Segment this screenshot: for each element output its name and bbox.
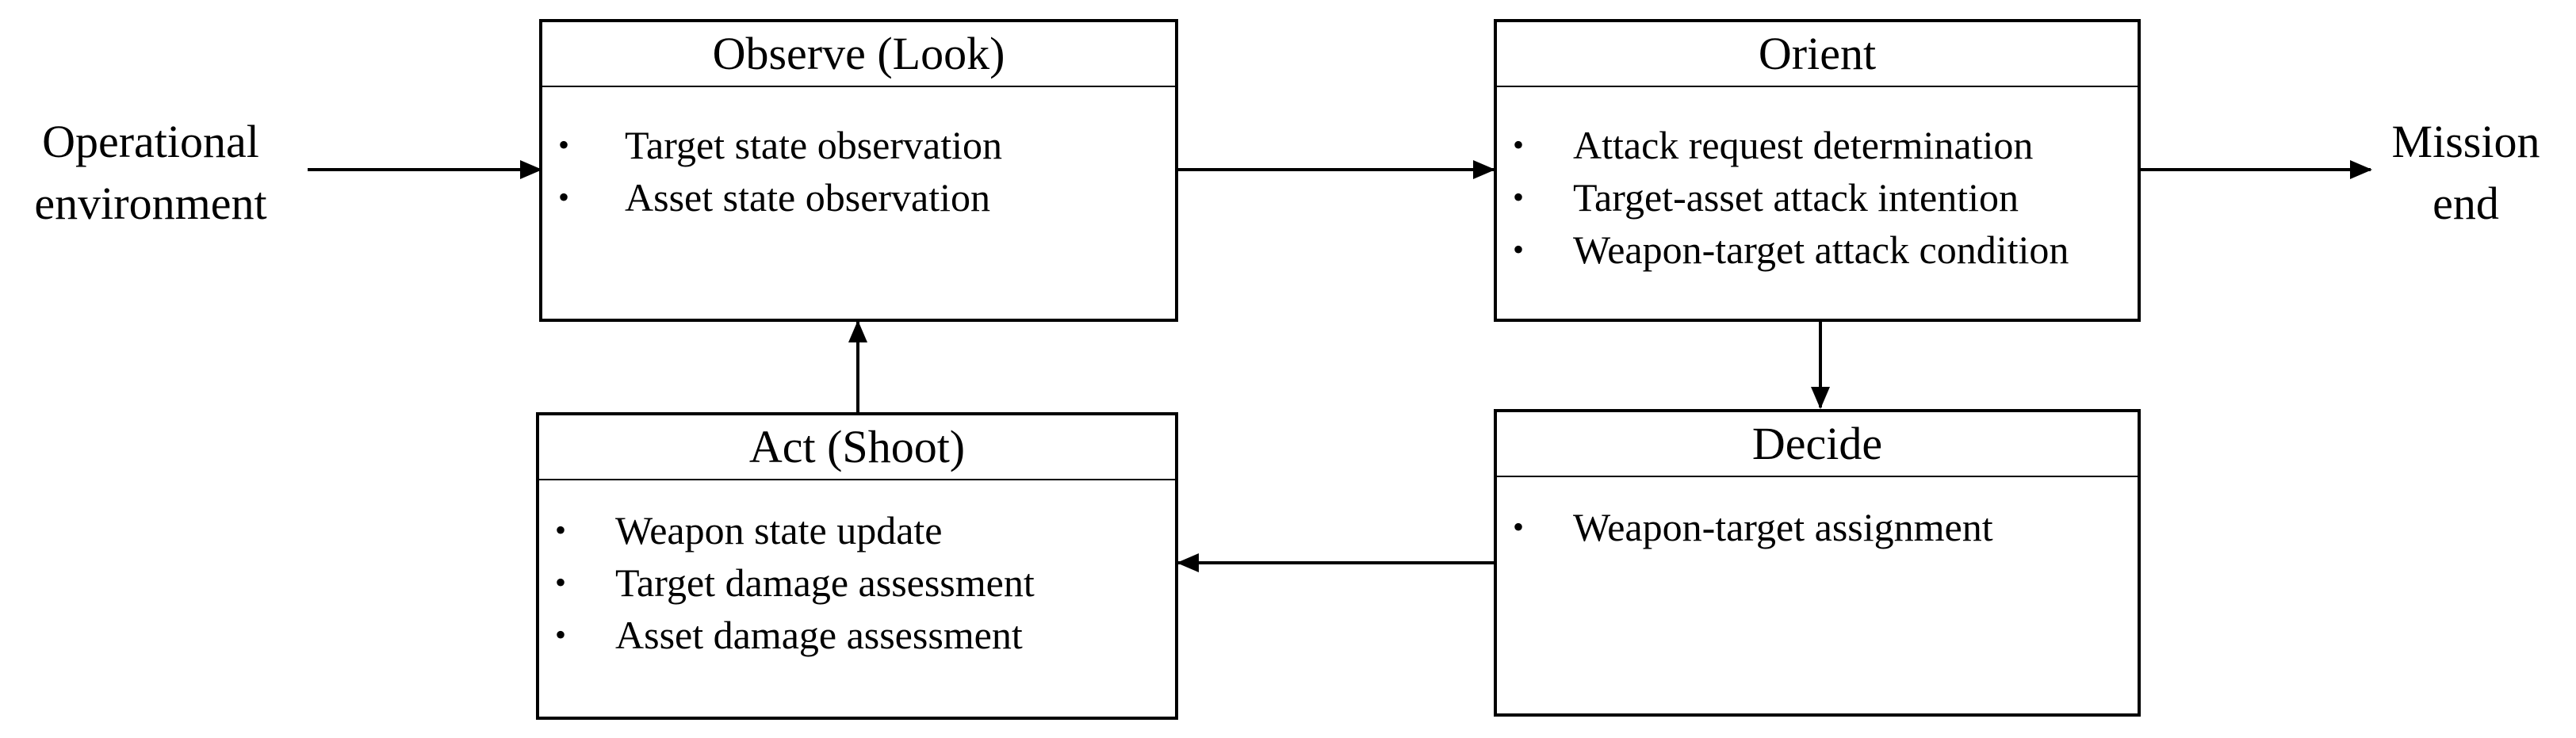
list-item: • Target damage assessment xyxy=(539,556,1175,609)
observe-box: Observe (Look) • Target state observation… xyxy=(539,19,1178,322)
bullet-icon: • xyxy=(558,127,570,163)
operational-environment-label: Operational environment xyxy=(16,111,285,235)
mission-end-label: Mission end xyxy=(2379,111,2553,235)
arrowhead-decide-to-act xyxy=(1177,553,1199,572)
list-item: • Target state observation xyxy=(542,119,1175,171)
arrowhead-observe-to-orient xyxy=(1473,160,1495,179)
decide-title: Decide xyxy=(1497,412,2138,477)
act-item-2: Target damage assessment xyxy=(615,560,1035,605)
observe-item-1: Target state observation xyxy=(625,123,1002,167)
observe-title: Observe (Look) xyxy=(542,22,1175,87)
list-item: • Target-asset attack intention xyxy=(1497,171,2138,224)
orient-list: • Attack request determination • Target-as… xyxy=(1497,87,2138,276)
bullet-icon: • xyxy=(555,512,567,548)
bullet-icon: • xyxy=(1513,179,1525,215)
orient-item-2: Target-asset attack intention xyxy=(1573,175,2019,220)
arrowhead-act-to-observe xyxy=(848,320,867,342)
arrowhead-orient-to-mission-end xyxy=(2350,160,2372,179)
bullet-icon: • xyxy=(1513,127,1525,163)
orient-box: Orient • Attack request determination • Ta… xyxy=(1494,19,2141,322)
act-box: Act (Shoot) • Weapon state update • Target… xyxy=(536,412,1178,720)
arrowhead-orient-to-decide xyxy=(1811,387,1830,409)
decide-box: Decide • Weapon-target assignment xyxy=(1494,409,2141,717)
observe-item-2: Asset state observation xyxy=(625,175,991,220)
list-item: • Weapon-target attack condition xyxy=(1497,224,2138,276)
list-item: • Asset state observation xyxy=(542,171,1175,224)
bullet-icon: • xyxy=(1513,231,1525,267)
arrowhead-environment-to-observe xyxy=(520,160,542,179)
list-item: • Weapon state update xyxy=(539,504,1175,556)
list-item: • Asset damage assessment xyxy=(539,609,1175,661)
orient-item-3: Weapon-target attack condition xyxy=(1573,228,2069,272)
decide-list: • Weapon-target assignment xyxy=(1497,477,2138,553)
act-title: Act (Shoot) xyxy=(539,415,1175,480)
bullet-icon: • xyxy=(555,617,567,652)
observe-list: • Target state observation • Asset state o… xyxy=(542,87,1175,224)
orient-item-1: Attack request determination xyxy=(1573,123,2034,167)
decide-item-1: Weapon-target assignment xyxy=(1573,505,1993,549)
act-item-3: Asset damage assessment xyxy=(615,613,1023,657)
bullet-icon: • xyxy=(558,179,570,215)
operational-environment-line1: Operational xyxy=(42,116,259,167)
mission-end-line2: end xyxy=(2432,178,2499,229)
bullet-icon: • xyxy=(1513,509,1525,545)
list-item: • Attack request determination xyxy=(1497,119,2138,171)
act-item-1: Weapon state update xyxy=(615,508,943,553)
mission-end-line1: Mission xyxy=(2391,116,2540,167)
orient-title: Orient xyxy=(1497,22,2138,87)
list-item: • Weapon-target assignment xyxy=(1497,501,2138,553)
bullet-icon: • xyxy=(555,564,567,600)
act-list: • Weapon state update • Target damage asse… xyxy=(539,480,1175,661)
operational-environment-line2: environment xyxy=(34,178,267,229)
